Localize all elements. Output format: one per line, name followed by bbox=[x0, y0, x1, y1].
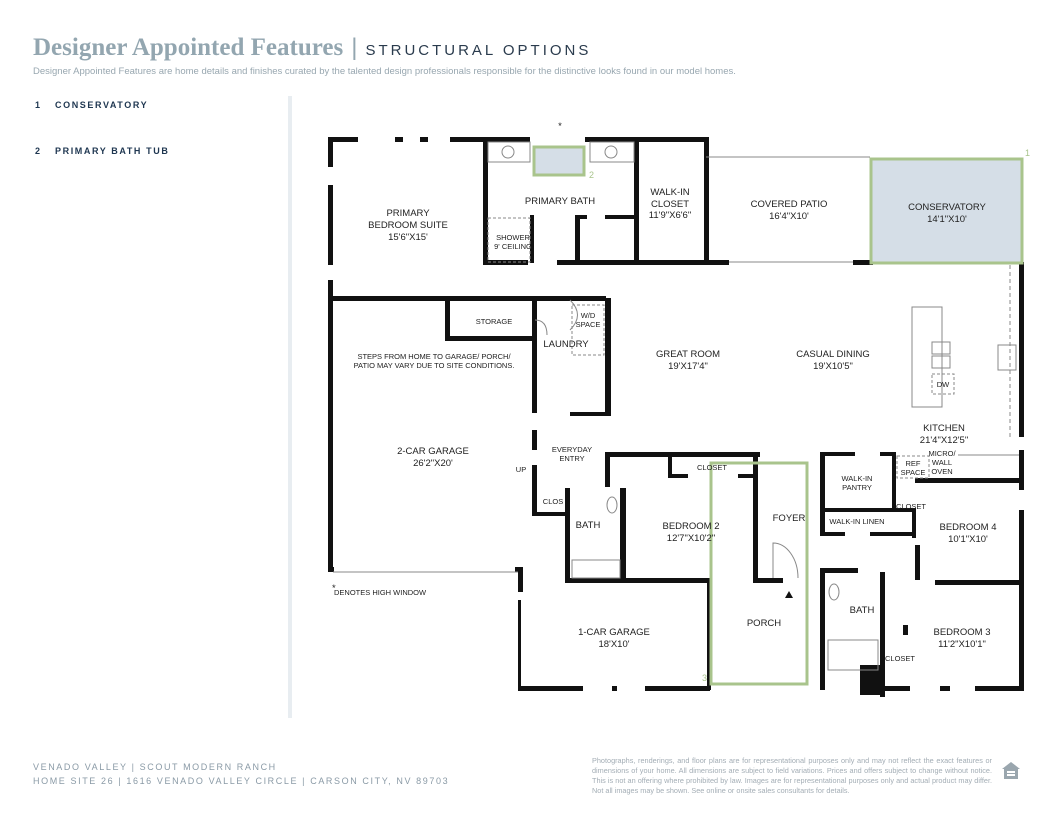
option-conservatory[interactable]: 1 CONSERVATORY bbox=[35, 100, 169, 146]
marker-2: 2 bbox=[589, 170, 594, 180]
walls bbox=[328, 137, 1024, 697]
room-great-room-dim: 19'X17'4" bbox=[668, 361, 708, 372]
option-number: 1 bbox=[35, 100, 42, 110]
fixtures bbox=[333, 141, 1019, 671]
garage-note: STEPS FROM HOME TO GARAGE/ PORCH/ bbox=[357, 352, 511, 361]
room-bedroom-4-dim: 10'1"X10' bbox=[948, 534, 988, 545]
micro-wall-oven: WALL bbox=[932, 458, 952, 467]
room-casual-dining: CASUAL DINING bbox=[796, 349, 870, 360]
room-labels: PRIMARY BEDROOM SUITE 15'6"X15' PRIMARY … bbox=[332, 187, 997, 663]
room-shower: 9' CEILING bbox=[494, 242, 532, 251]
room-bedroom-2-dim: 12'7"X10'2" bbox=[667, 533, 715, 544]
option-number: 2 bbox=[35, 146, 42, 156]
room-primary-suite-dim: 15'6"X15' bbox=[388, 232, 428, 243]
everyday-entry: ENTRY bbox=[559, 454, 584, 463]
page-description: Designer Appointed Features are home det… bbox=[33, 66, 736, 77]
room-one-car-garage: 1-CAR GARAGE bbox=[578, 627, 650, 638]
option-label: PRIMARY BATH TUB bbox=[55, 146, 170, 156]
room-kitchen: KITCHEN bbox=[923, 423, 965, 434]
room-primary-suite: BEDROOM SUITE bbox=[368, 220, 448, 231]
everyday-entry: EVERYDAY bbox=[552, 445, 592, 454]
divider-line bbox=[288, 96, 292, 718]
room-porch: PORCH bbox=[747, 618, 781, 629]
room-primary-bath: PRIMARY BATH bbox=[525, 196, 595, 207]
option-label: CONSERVATORY bbox=[55, 100, 149, 110]
room-great-room: GREAT ROOM bbox=[656, 349, 720, 360]
options-list: 1 CONSERVATORY 2 PRIMARY BATH TUB bbox=[35, 100, 169, 192]
primary-bath-tub-highlight[interactable] bbox=[532, 145, 586, 177]
high-window-mark: * bbox=[332, 583, 336, 594]
entry-arrow-icon bbox=[785, 591, 793, 598]
room-closet-bed3: CLOSET bbox=[885, 654, 915, 663]
room-casual-dining-dim: 19'X10'5" bbox=[813, 361, 853, 372]
room-bedroom-4: BEDROOM 4 bbox=[939, 522, 996, 533]
room-walk-in-linen: WALK-IN LINEN bbox=[829, 517, 884, 526]
room-closet-bed4: CLOSET bbox=[896, 502, 926, 511]
room-primary-suite: PRIMARY bbox=[386, 208, 430, 219]
room-bath-2: BATH bbox=[576, 520, 601, 531]
room-conservatory-dim: 14'1"X10' bbox=[927, 214, 967, 225]
room-bath-3: BATH bbox=[850, 605, 875, 616]
room-two-car-garage-dim: 26'2"X20' bbox=[413, 458, 453, 469]
wd-space: SPACE bbox=[576, 320, 601, 329]
room-covered-patio-dim: 16'4"X10' bbox=[769, 211, 809, 222]
page-title: Designer Appointed Features | STRUCTURAL O… bbox=[33, 34, 591, 62]
footer-community: VENADO VALLEY | SCOUT MODERN RANCH HOME … bbox=[33, 760, 449, 788]
room-walk-in-closet: WALK-IN bbox=[650, 187, 689, 198]
equal-housing-icon bbox=[1002, 762, 1020, 779]
room-closet-bed2: CLOSET bbox=[697, 463, 727, 472]
high-window-mark: * bbox=[558, 121, 562, 132]
porch-highlight[interactable] bbox=[709, 461, 809, 686]
room-one-car-garage-dim: 18'X10' bbox=[598, 639, 629, 650]
micro-wall-oven: MICRO/ bbox=[928, 449, 956, 458]
room-shower: SHOWER bbox=[496, 233, 530, 242]
room-conservatory: CONSERVATORY bbox=[908, 202, 986, 213]
title-divider: | bbox=[351, 34, 358, 61]
room-covered-patio: COVERED PATIO bbox=[751, 199, 828, 210]
option-primary-bath-tub[interactable]: 2 PRIMARY BATH TUB bbox=[35, 146, 169, 192]
dishwasher: DW bbox=[937, 380, 950, 389]
room-walk-in-closet: CLOSET bbox=[651, 199, 689, 210]
title-main: Designer Appointed Features bbox=[33, 34, 344, 61]
micro-wall-oven: OVEN bbox=[931, 467, 952, 476]
room-walk-in-closet-dim: 11'9"X6'6" bbox=[649, 210, 691, 221]
title-subtitle: STRUCTURAL OPTIONS bbox=[365, 42, 592, 59]
marker-3: 3 bbox=[702, 673, 707, 683]
ref-space: REF bbox=[906, 459, 921, 468]
room-bedroom-2: BEDROOM 2 bbox=[662, 521, 719, 532]
room-two-car-garage: 2-CAR GARAGE bbox=[397, 446, 469, 457]
conservatory-highlight[interactable] bbox=[869, 157, 1024, 265]
room-kitchen-dim: 21'4"X12'5" bbox=[920, 435, 968, 446]
footer-disclaimer: Photographs, renderings, and floor plans… bbox=[592, 756, 992, 795]
room-storage: STORAGE bbox=[476, 317, 513, 326]
footer-line-2: HOME SITE 26 | 1616 VENADO VALLEY CIRCLE… bbox=[33, 776, 450, 786]
room-bedroom-3-dim: 11'2"X10'1" bbox=[938, 639, 986, 650]
marker-1: 1 bbox=[1025, 148, 1030, 158]
room-clos: CLOS bbox=[543, 497, 563, 506]
garage-note: PATIO MAY VARY DUE TO SITE CONDITIONS. bbox=[354, 361, 515, 370]
ref-space: SPACE bbox=[901, 468, 926, 477]
high-window-note: DENOTES HIGH WINDOW bbox=[334, 588, 427, 597]
room-walk-in-pantry: WALK-IN bbox=[842, 474, 873, 483]
stairs-up: UP bbox=[516, 465, 526, 474]
room-laundry: LAUNDRY bbox=[543, 339, 589, 350]
wd-space: W/D bbox=[581, 311, 596, 320]
room-foyer: FOYER bbox=[773, 513, 806, 524]
footer-line-1: VENADO VALLEY | SCOUT MODERN RANCH bbox=[33, 762, 277, 772]
room-bedroom-3: BEDROOM 3 bbox=[933, 627, 990, 638]
room-walk-in-pantry: PANTRY bbox=[842, 483, 872, 492]
